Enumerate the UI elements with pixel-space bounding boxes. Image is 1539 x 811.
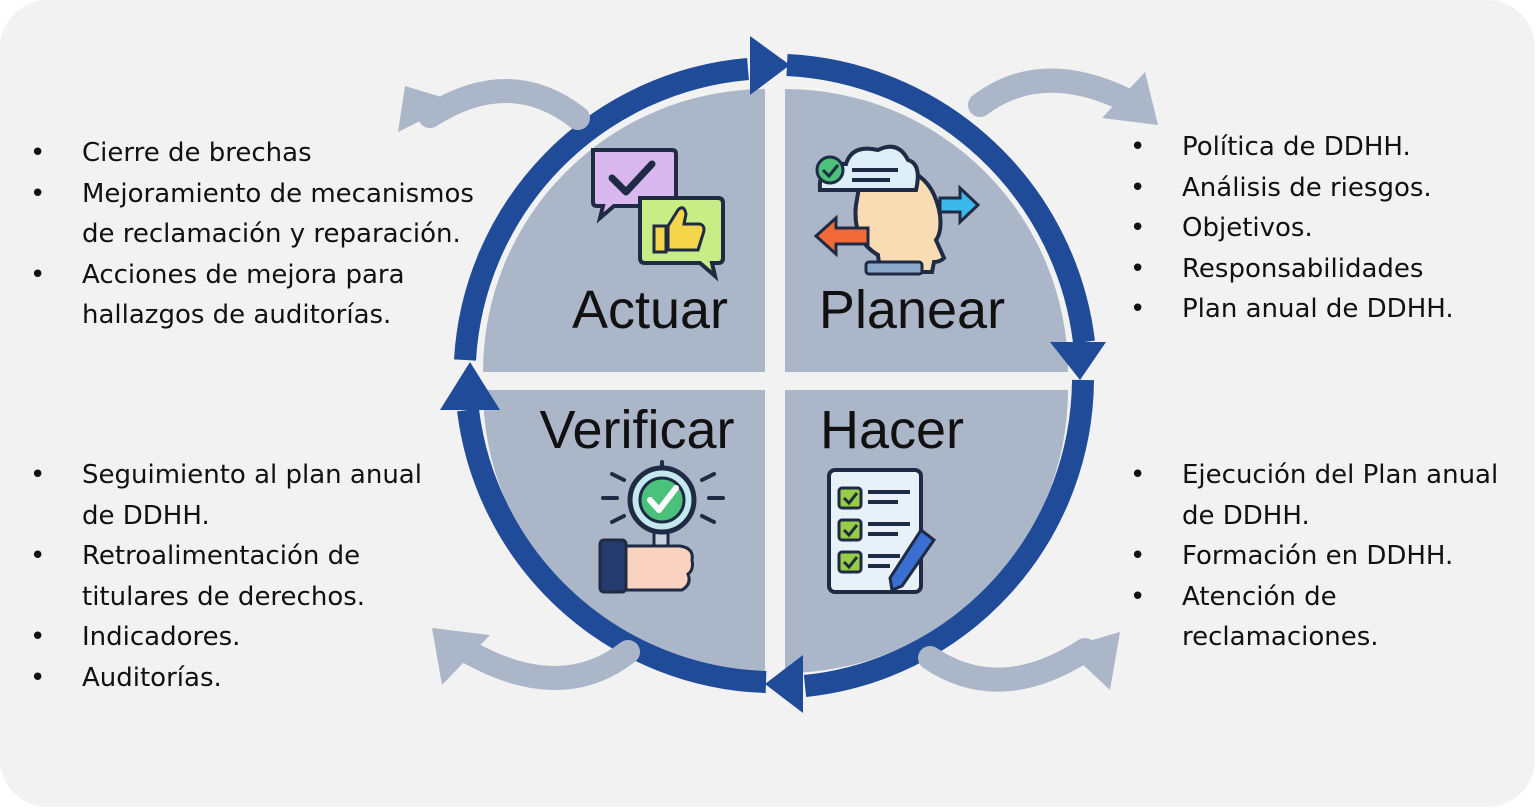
ring-arrowhead-left — [440, 362, 500, 410]
list-item: Formación en DDHH. — [1130, 536, 1498, 577]
outer-arrow-hacer — [918, 638, 1097, 692]
list-item: Plan anual de DDHH. — [1130, 289, 1454, 330]
list-item: Cierre de brechas — [30, 133, 474, 174]
ring-arc-planear — [786, 54, 1095, 344]
ring-arc-actuar — [454, 58, 749, 361]
outer-arrowhead-actuar — [398, 86, 458, 132]
planear-bullet-list: Política de DDHH. Análisis de riesgos. O… — [1130, 127, 1454, 330]
list-item: Objetivos. — [1130, 208, 1454, 249]
chat-check-thumbs-up-icon — [591, 148, 725, 282]
ring-arrowhead-right — [1050, 342, 1106, 380]
list-item: Responsabilidades — [1130, 249, 1454, 290]
label-hacer: Hacer — [820, 400, 964, 460]
list-item: Análisis de riesgos. — [1130, 168, 1454, 209]
outer-arrow-planear — [968, 68, 1134, 117]
list-item: Indicadores. — [30, 617, 422, 658]
list-item: Auditorías. — [30, 658, 422, 699]
head-cloud-arrows-icon — [813, 144, 981, 276]
checklist-pencil-icon — [827, 468, 937, 594]
quadrant-actuar — [483, 89, 765, 372]
cycle-ring — [454, 54, 1095, 697]
outer-arrow-verificar — [453, 638, 640, 690]
ring-arc-hacer — [803, 379, 1094, 697]
ring-arrowhead-bottom — [765, 655, 803, 713]
outer-arrowhead-verificar — [432, 628, 490, 685]
actuar-bullet-list: Cierre de brechas Mejoramiento de mecani… — [30, 133, 474, 336]
ring-arrowhead-top — [750, 36, 790, 95]
hand-magnifier-check-icon — [598, 460, 725, 594]
label-actuar: Actuar — [572, 280, 728, 340]
quadrant-verificar — [483, 390, 765, 673]
ring-arc-verificar — [457, 408, 767, 693]
quadrant-hacer — [785, 390, 1068, 673]
label-verificar: Verificar — [539, 400, 734, 460]
outer-arrowhead-planear — [1102, 72, 1158, 125]
list-item: Política de DDHH. — [1130, 127, 1454, 168]
label-planear: Planear — [819, 280, 1005, 340]
outer-arrowhead-hacer — [1065, 632, 1120, 690]
